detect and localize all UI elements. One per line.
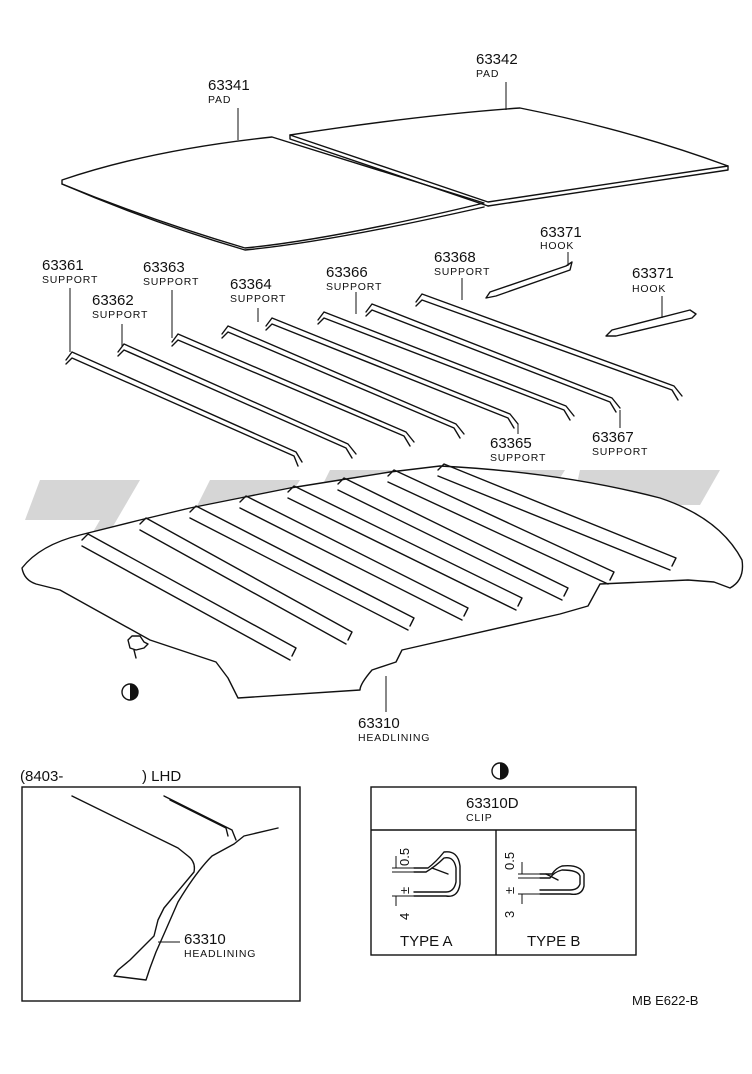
- type-b-label: TYPE B: [527, 933, 580, 950]
- dim-tol-type-b: ±: [502, 887, 517, 894]
- dim-bottom-type-a: 4: [397, 913, 412, 920]
- part-name: HEADLINING: [358, 732, 430, 744]
- pad-rear[interactable]: [289, 107, 729, 207]
- part-name: SUPPORT: [230, 293, 286, 305]
- part-number: 63362: [92, 292, 134, 309]
- support-rod-7[interactable]: [365, 303, 621, 413]
- support-rod-5[interactable]: [265, 317, 519, 429]
- dim-lines-type-a: [392, 856, 414, 906]
- part-number: 63368: [434, 249, 476, 266]
- part-name: HEADLINING: [184, 948, 256, 960]
- part-name: SUPPORT: [92, 309, 148, 321]
- part-name: SUPPORT: [42, 274, 98, 286]
- type-a-label: TYPE A: [400, 933, 453, 950]
- part-name: SUPPORT: [434, 266, 490, 278]
- inset-header-date: (8403-: [20, 768, 63, 785]
- part-number: 63371: [540, 224, 582, 241]
- part-number: 63371: [632, 265, 674, 282]
- part-name: PAD: [476, 68, 499, 80]
- inset-header-lhd: ) LHD: [142, 768, 181, 785]
- part-name: SUPPORT: [592, 446, 648, 458]
- support-rod-4[interactable]: [221, 325, 465, 439]
- clip-name: CLIP: [466, 812, 493, 824]
- dim-tol-type-a: ±: [397, 887, 412, 894]
- part-number: 63365: [490, 435, 532, 452]
- part-name: SUPPORT: [326, 281, 382, 293]
- part-number: 63342: [476, 51, 518, 68]
- clip-part[interactable]: [127, 635, 149, 659]
- half-circle-icon: [121, 683, 139, 701]
- support-rod-1[interactable]: [65, 351, 303, 467]
- support-rod-3[interactable]: [171, 333, 415, 447]
- dim-top-type-b: 0.5: [502, 852, 517, 870]
- clip-table: [370, 786, 637, 956]
- support-rod-6[interactable]: [317, 311, 575, 421]
- part-name: PAD: [208, 94, 231, 106]
- support-rod-2[interactable]: [117, 343, 357, 459]
- dim-lines-type-b: [518, 862, 540, 904]
- clip-type-a-drawing[interactable]: [413, 851, 461, 897]
- headlining[interactable]: [21, 463, 744, 699]
- dim-bottom-type-b: 3: [502, 911, 517, 918]
- dim-top-type-a: 0.5: [397, 848, 412, 866]
- part-number: 63310: [358, 715, 400, 732]
- inset-frame: [21, 786, 301, 1002]
- diagram-code: MB E622-B: [632, 993, 698, 1008]
- clip-number: 63310D: [466, 795, 519, 812]
- part-name: HOOK: [540, 240, 574, 252]
- part-number: 63363: [143, 259, 185, 276]
- part-number: 63367: [592, 429, 634, 446]
- part-name: SUPPORT: [143, 276, 199, 288]
- part-number: 63310: [184, 931, 226, 948]
- hook-2[interactable]: [605, 309, 697, 337]
- part-number: 63366: [326, 264, 368, 281]
- clip-type-b-drawing[interactable]: [539, 864, 585, 896]
- half-circle-icon: [491, 762, 509, 780]
- part-number: 63341: [208, 77, 250, 94]
- part-number: 63364: [230, 276, 272, 293]
- support-rod-8[interactable]: [415, 293, 683, 401]
- hook-1[interactable]: [485, 261, 573, 299]
- part-name: SUPPORT: [490, 452, 546, 464]
- part-name: HOOK: [632, 283, 666, 295]
- pad-front[interactable]: [61, 136, 485, 251]
- part-number: 63361: [42, 257, 84, 274]
- inset-headlining-drawing[interactable]: [71, 795, 279, 981]
